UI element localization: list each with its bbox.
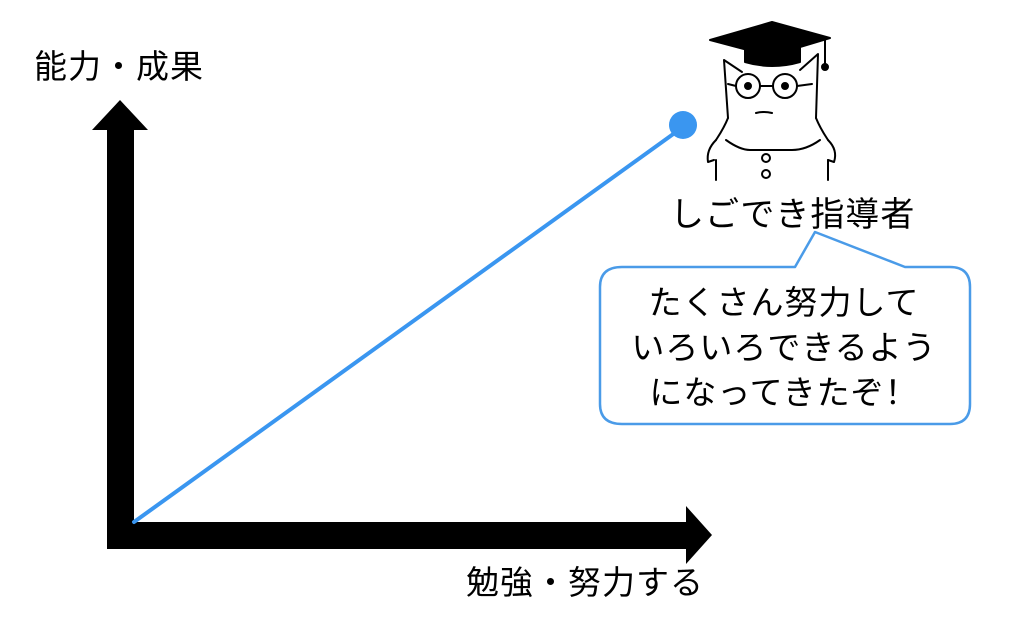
character-name-label: しごでき指導者 [670,195,916,235]
x-axis-arrow [107,506,712,564]
growth-line [132,125,685,524]
speech-line-1: たくさん努力して [648,283,920,322]
growth-point [669,111,697,139]
speech-line-3: になってきたぞ！ [649,373,919,412]
y-axis-arrow [92,100,148,549]
speech-bubble [598,230,972,426]
x-axis-label: 勉強・努力する [466,563,704,602]
y-axis-label: 能力・成果 [34,47,204,86]
speech-line-2: いろいろできるよう [631,328,937,367]
graduate-cat-icon [706,21,837,181]
speech-bubble-text: たくさん努力して いろいろできるよう になってきたぞ！ [600,280,968,415]
